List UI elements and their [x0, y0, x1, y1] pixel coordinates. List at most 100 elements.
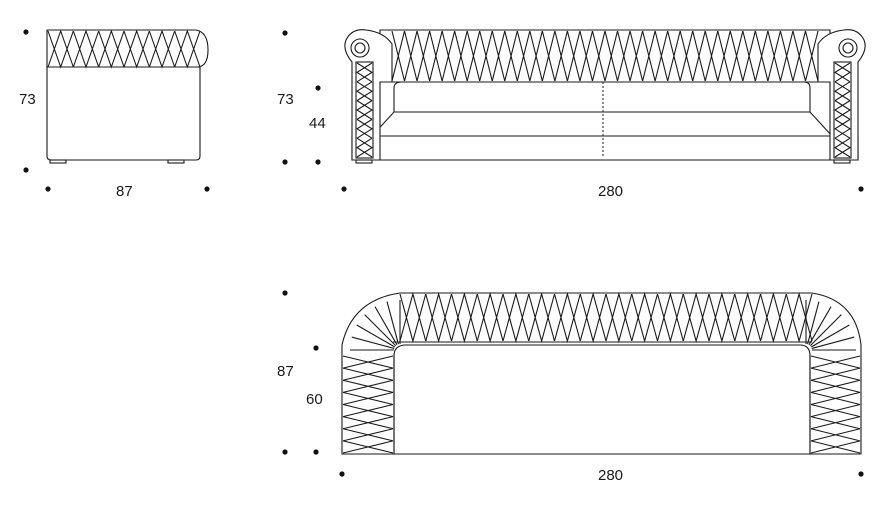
top-corner-right-tufting	[805, 300, 856, 351]
top-arm-right-tufting	[810, 355, 861, 454]
side-tufting	[47, 29, 201, 69]
front-base	[351, 136, 859, 161]
dim-dot	[282, 159, 288, 165]
tuft-diamond	[785, 291, 813, 344]
tuft-diamond	[528, 291, 556, 344]
side-top-roll	[46, 29, 209, 68]
tuft-diamond	[342, 403, 394, 430]
top-arm-left-tufting	[342, 355, 394, 454]
tuft-diamond	[441, 30, 468, 82]
dim-dot	[341, 186, 347, 192]
tuft-diamond	[792, 30, 819, 82]
tuft-diamond	[502, 291, 530, 344]
dim-dot	[23, 167, 29, 173]
side-height-label: 73	[19, 91, 36, 108]
tuft-diamond	[491, 30, 518, 82]
tuft-diamond	[566, 30, 594, 82]
top-outline	[341, 292, 862, 455]
top-depth-label: 87	[277, 363, 294, 380]
top-back-tufting	[399, 291, 813, 344]
side-view: 73 87	[19, 29, 210, 200]
front-tufting	[391, 30, 819, 82]
front-view: 73 44 280	[277, 29, 866, 200]
tuft-diamond	[810, 403, 861, 430]
side-body	[46, 66, 201, 161]
front-seat-cushion	[371, 111, 833, 137]
dim-dot	[282, 449, 288, 455]
front-width-label: 280	[598, 183, 623, 200]
tuft-diamond	[717, 30, 744, 82]
front-foot-left	[355, 159, 373, 164]
tuft-diamond	[631, 291, 659, 344]
tuft-diamond	[833, 81, 852, 102]
dim-dot	[315, 159, 321, 165]
dim-dot	[315, 85, 321, 91]
tuft-diamond	[47, 29, 74, 69]
tuft-diamond	[123, 29, 150, 69]
tuft-diamond	[399, 291, 427, 344]
tuft-diamond	[742, 30, 769, 82]
front-arm-left-scroll	[350, 38, 370, 58]
dim-dot	[858, 186, 864, 192]
tuft-line	[364, 314, 397, 347]
dim-dot	[313, 449, 319, 455]
front-arm-right-scroll	[838, 38, 858, 58]
tuft-diamond	[734, 291, 762, 344]
front-seat-top	[393, 81, 811, 112]
dim-dot	[858, 471, 864, 477]
tuft-diamond	[355, 118, 374, 139]
tuft-diamond	[148, 29, 176, 69]
dim-dot	[23, 29, 29, 35]
tuft-diamond	[450, 291, 478, 344]
tuft-diamond	[579, 291, 607, 344]
tuft-diamond	[682, 291, 710, 344]
dim-dot	[282, 290, 288, 296]
tuft-line	[811, 336, 855, 349]
tuft-diamond	[591, 30, 619, 82]
tuft-diamond	[355, 62, 374, 83]
tuft-line	[351, 336, 395, 349]
front-foot-right	[833, 159, 851, 164]
tuft-diamond	[810, 379, 861, 406]
tuft-diamond	[692, 30, 719, 82]
top-corner-left-tufting	[350, 300, 401, 351]
tuft-diamond	[466, 30, 493, 82]
tuft-diamond	[355, 137, 374, 158]
top-seat-depth-label: 60	[306, 391, 323, 408]
front-arm-right-tufting	[833, 62, 852, 158]
front-back	[379, 29, 831, 83]
tuft-diamond	[553, 291, 581, 344]
tuft-line	[808, 306, 832, 346]
tuft-diamond	[72, 29, 100, 69]
tuft-diamond	[833, 100, 852, 120]
tuft-diamond	[708, 291, 736, 344]
tuft-diamond	[355, 81, 374, 102]
tuft-diamond	[342, 355, 394, 381]
dim-dot	[282, 30, 288, 36]
tuft-diamond	[541, 30, 568, 82]
top-view: 87 60 280	[277, 290, 864, 484]
tuft-diamond	[342, 379, 394, 406]
tuft-diamond	[355, 100, 374, 120]
tuft-diamond	[759, 291, 787, 344]
tuft-diamond	[833, 118, 852, 139]
tuft-diamond	[767, 30, 794, 82]
tuft-line	[807, 301, 820, 345]
tuft-diamond	[667, 30, 694, 82]
tuft-diamond	[416, 30, 443, 82]
tuft-line	[810, 324, 850, 348]
tuft-diamond	[98, 29, 125, 69]
tuft-diamond	[425, 291, 453, 344]
top-width-label: 280	[598, 467, 623, 484]
tuft-diamond	[605, 291, 633, 344]
top-seat	[393, 344, 811, 454]
front-height-label: 73	[277, 91, 294, 108]
front-arm-right-scroll-inner	[842, 42, 854, 54]
tuft-diamond	[391, 30, 418, 82]
tuft-diamond	[342, 428, 394, 454]
tuft-diamond	[810, 428, 861, 454]
tuft-line	[374, 306, 398, 346]
side-foot-left	[49, 159, 67, 164]
side-depth-label: 87	[116, 183, 133, 200]
